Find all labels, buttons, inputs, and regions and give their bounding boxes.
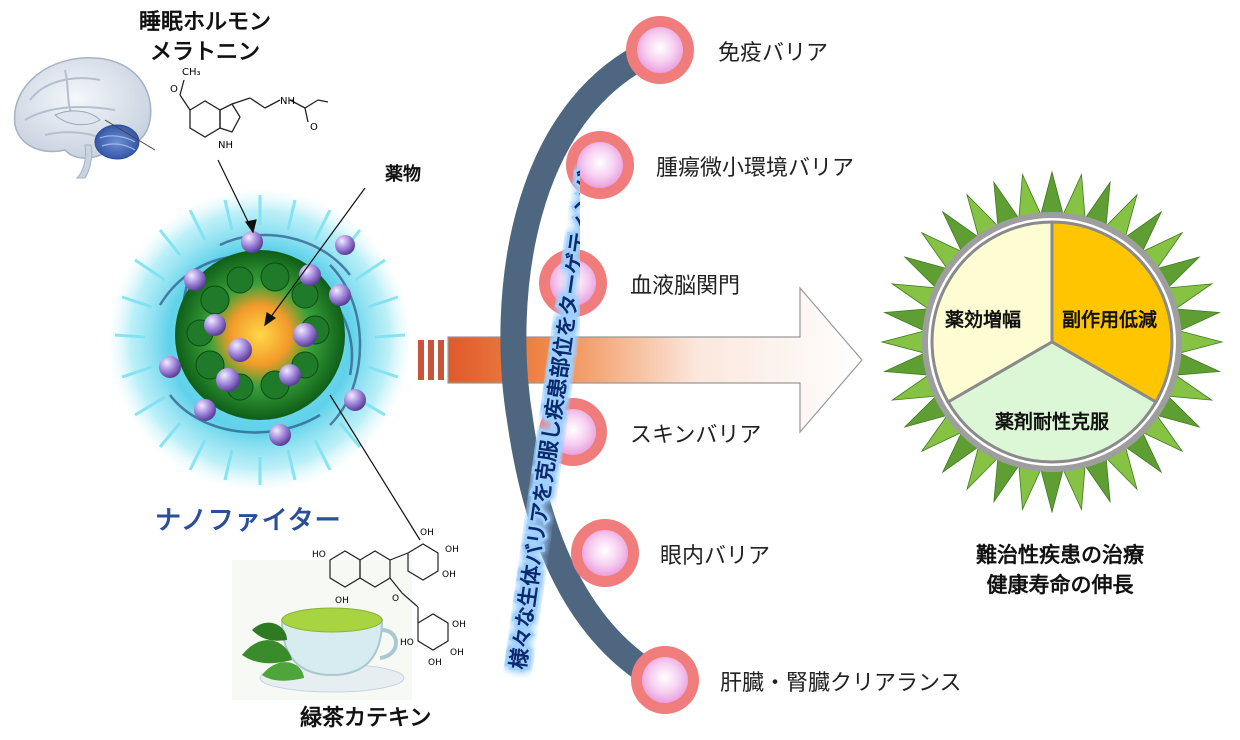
barrier-label-bbb: 血液脳関門: [630, 274, 741, 299]
svg-text:OH: OH: [428, 658, 442, 668]
sun-spikes: [880, 170, 1224, 514]
svg-text:OH: OH: [452, 620, 466, 630]
hormone-line1: 睡眠ホルモン: [138, 10, 271, 35]
barrier-circle-clearance: [631, 646, 699, 714]
barrier-circle-immune: [626, 16, 694, 84]
barrier-label-ocular: 眼内バリア: [660, 544, 771, 569]
segment-drug-efficacy: [930, 220, 1054, 405]
effect-label-side-effect: 副作用低減: [1062, 309, 1158, 331]
sun-spike: [1062, 173, 1086, 219]
barrier-label-clearance: 肝臓・腎臓クリアランス: [720, 671, 962, 696]
svg-text:HO: HO: [312, 550, 326, 560]
barrier-circle-tumor: [566, 131, 634, 199]
svg-text:OH: OH: [335, 596, 349, 606]
carbonyl-o-text: O: [310, 122, 318, 133]
segment-drug-resistance: [946, 340, 1158, 464]
effect-label-resistance: 薬剤耐性克服: [995, 411, 1110, 433]
svg-text:OH: OH: [450, 648, 464, 658]
sun-spike: [1062, 465, 1086, 511]
melatonin-title: 睡眠ホルモン メラトニン: [120, 8, 290, 68]
sun-spike: [1175, 308, 1221, 332]
catechin-structure: HO OH OH OH OH O OH OH HO OH: [312, 528, 466, 668]
targeting-vertical-text: 様々な生体バリアを克服し疾患部位をターゲティング 様々な生体バリアを克服し疾患部…: [504, 167, 580, 673]
outcome-line2: 健康寿命の伸長: [986, 573, 1134, 597]
outcome-line1: 難治性疾患の治療: [976, 543, 1144, 567]
sun-spike: [1040, 469, 1064, 514]
melatonin-structure: O CH₃ NH O NH: [170, 67, 329, 151]
nanofighter-label: ナノファイター: [155, 506, 342, 536]
indole-nh-text: NH: [218, 140, 233, 151]
methyl-text: CH₃: [182, 67, 201, 78]
sun-spike: [1018, 173, 1042, 219]
barrier-label-immune: 免疫バリア: [718, 41, 829, 66]
sun-spike: [1040, 170, 1064, 215]
svg-text:OH: OH: [442, 570, 456, 580]
sun-spike: [1175, 352, 1221, 376]
sun-spike: [1018, 465, 1042, 511]
effect-label-efficacy: 薬効増幅: [945, 309, 1022, 331]
outcome-text: 難治性疾患の治療 健康寿命の伸長: [935, 540, 1185, 600]
nanofighter-particle: [108, 188, 412, 492]
brain-illustration: [13, 57, 156, 179]
hormone-line2: メラトニン: [149, 40, 260, 65]
sun-spike: [883, 308, 929, 332]
svg-text:OH: OH: [420, 528, 434, 538]
barrier-circle-bbb: [539, 249, 607, 317]
amide-nh-text: NH: [280, 96, 295, 107]
catechin-label: 緑茶カテキン: [300, 706, 432, 731]
barrier-label-skin: スキンバリア: [630, 423, 762, 448]
barrier-circle-ocular: [571, 519, 639, 587]
svg-text:O: O: [392, 594, 399, 604]
effects-sun-chart: [880, 170, 1224, 514]
drug-label: 薬物: [385, 164, 421, 185]
methoxy-o-text: O: [170, 84, 178, 95]
segment-side-effect-reduction: [1050, 220, 1174, 405]
svg-text:HO: HO: [400, 638, 414, 648]
vertical-text: 様々な生体バリアを克服し疾患部位をターゲティング: [506, 169, 580, 670]
sun-spike: [1179, 330, 1224, 354]
green-tea-cup-icon: [232, 560, 412, 700]
svg-text:OH: OH: [445, 545, 459, 555]
sun-spike: [883, 352, 929, 376]
barrier-label-tumor: 腫瘍微小環境バリア: [656, 156, 855, 181]
barrier-circle-skin: [539, 398, 607, 466]
sun-spike: [880, 330, 925, 354]
